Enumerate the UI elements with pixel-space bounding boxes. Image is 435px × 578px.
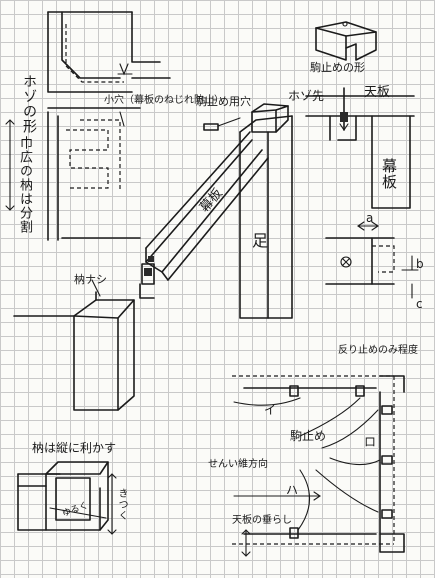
dim-c-label: c	[416, 297, 423, 311]
stopper-hole-label: 駒止め用穴	[196, 95, 251, 108]
ha-label: ハ	[286, 483, 299, 497]
tenban-label: 天板	[364, 85, 391, 100]
grain-rule-label: 枘は縦に利かす	[32, 441, 117, 455]
stopper-shape-figure	[315, 21, 377, 61]
small-hole-label: 小穴（幕板のねじれ防止）	[104, 95, 224, 106]
hozo-split-label: 巾広の枘は分割	[17, 136, 32, 234]
split-tenon-figure	[5, 107, 141, 241]
hozo-shape-label: ホゾの形	[21, 74, 37, 134]
tenon-tip-figure	[13, 279, 135, 411]
stopper-shape-label: 駒止めの形	[310, 61, 365, 74]
kitsuku-label: きつく	[116, 488, 127, 521]
ro-label: ロ	[364, 435, 377, 449]
tenon-plan-figure	[47, 11, 171, 93]
hozo-tip-label: 枘ナシ	[74, 273, 107, 286]
stopper-plan-figure	[232, 375, 405, 557]
dimension-detail-figure	[325, 221, 419, 299]
ashi-label: 足	[249, 232, 268, 249]
tabletop-section-figure	[305, 87, 415, 209]
board-edge-label: 天板の垂らし	[232, 515, 292, 526]
grain-direction-label: せんい維方向	[208, 459, 268, 470]
grain-rule-figure	[17, 461, 117, 535]
stopper-plan-label: 駒止め	[290, 429, 327, 443]
dim-b-label: b	[416, 257, 424, 271]
makuita-right-label: 幕板	[380, 158, 398, 190]
i-label: イ	[264, 403, 277, 417]
hozo-top-label: ホゾ先	[288, 89, 325, 103]
dim-a-label: a	[366, 211, 374, 225]
warp-only-label: 反り止めのみ程度	[338, 345, 418, 356]
leg-apron-figure	[139, 103, 293, 319]
